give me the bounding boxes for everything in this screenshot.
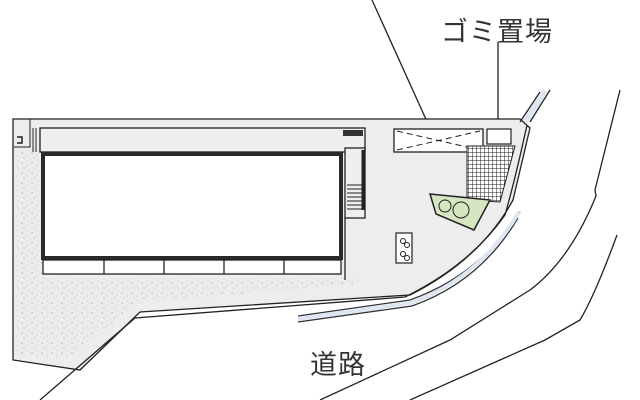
road-label: 道路	[310, 350, 366, 381]
corridor	[17, 127, 366, 153]
sidewalk-top	[522, 89, 548, 124]
road-edges	[39, 89, 621, 400]
parking-space	[393, 128, 484, 153]
utility-box	[395, 232, 413, 264]
building	[41, 147, 366, 280]
leader-lines	[371, 0, 499, 138]
sidewalk	[297, 210, 521, 321]
garbage-area-label: ゴミ置場	[441, 17, 553, 48]
garbage-area	[466, 128, 516, 203]
planting-bed	[428, 193, 492, 231]
